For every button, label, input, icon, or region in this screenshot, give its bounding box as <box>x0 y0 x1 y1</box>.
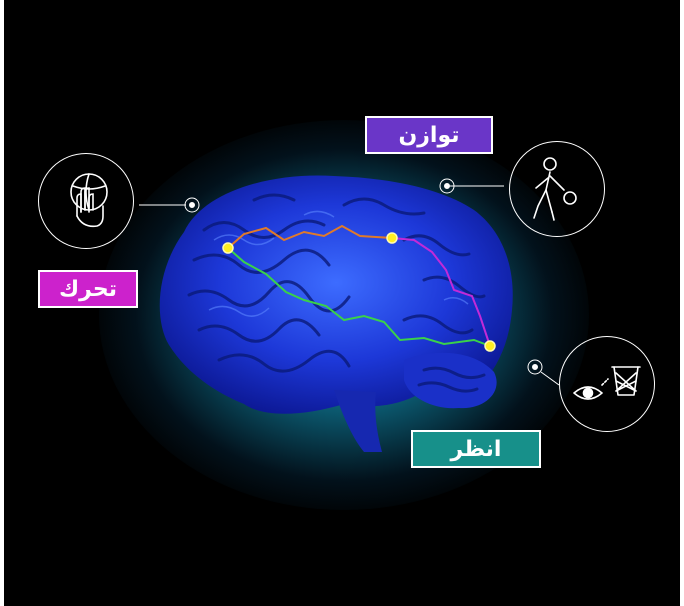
label-balance: توازن <box>365 116 493 154</box>
basketball-player-icon <box>509 141 605 237</box>
scene: توازن تحرك انظر <box>4 0 680 606</box>
label-look: انظر <box>411 430 541 468</box>
hand-over-ball-icon <box>38 153 134 249</box>
label-balance-text: توازن <box>398 123 459 148</box>
node-left <box>223 243 233 253</box>
node-right <box>485 341 495 351</box>
label-look-text: انظر <box>451 437 502 462</box>
brain-stem-shape <box>334 390 382 452</box>
node-top <box>387 233 397 243</box>
eye-basketball-hoop-icon <box>559 336 655 432</box>
label-move-text: تحرك <box>59 277 117 302</box>
label-move: تحرك <box>38 270 138 308</box>
